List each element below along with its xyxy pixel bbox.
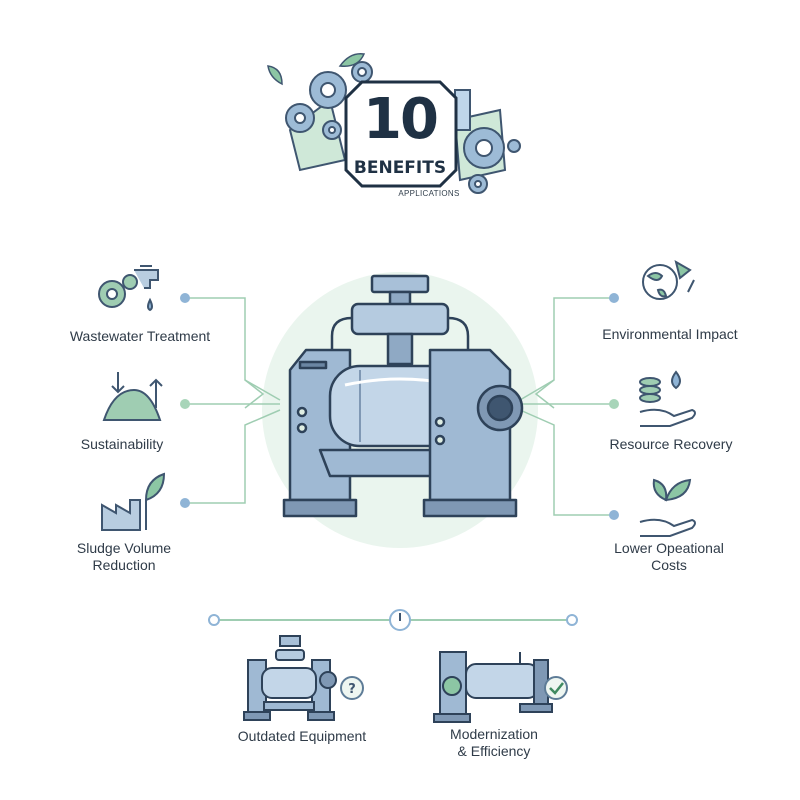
bottom-item-line1: Modernization	[450, 726, 538, 742]
bottom-item-line1: Outdated Equipment	[237, 728, 367, 744]
right-item-line2: Costs	[651, 557, 687, 573]
coins-hand-icon	[639, 370, 696, 427]
globe-recycle-icon	[642, 259, 695, 300]
bottom-item-label: Modernization & Efficiency	[424, 726, 564, 760]
title-subtitle: BENEFITS	[353, 158, 447, 178]
modern-machine-icon	[433, 651, 553, 723]
title-small-caption: APPLICATIONS	[398, 189, 460, 198]
factory-leaf-icon	[101, 472, 166, 531]
belt-press-machine	[282, 274, 524, 518]
left-item-label: Sludge Volume Reduction	[54, 540, 194, 574]
bottom-timeline	[208, 609, 578, 631]
connector-dots	[180, 293, 619, 520]
outdated-machine-icon	[243, 635, 337, 721]
right-item-label: Lower Opeational Costs	[594, 540, 744, 574]
sludge-pile-arrows-icon	[102, 372, 163, 421]
check-badge-icon	[544, 676, 568, 700]
left-item-label: Sustainability	[52, 436, 192, 453]
gear-faucet-icon	[98, 265, 159, 312]
gear-icon	[285, 61, 373, 140]
right-item-label: Resource Recovery	[594, 436, 748, 453]
bottom-item-label: Outdated Equipment	[222, 728, 382, 745]
question-badge-icon: ?	[340, 676, 364, 700]
right-item-line1: Lower Opeational	[614, 540, 724, 556]
left-item-line2: Reduction	[92, 557, 156, 573]
title-badge	[267, 53, 521, 194]
bottom-item-line2: & Efficiency	[457, 743, 531, 759]
left-item-label: Wastewater Treatment	[60, 328, 220, 345]
svg-text:?: ?	[348, 682, 356, 697]
right-item-line1: Environmental Impact	[602, 326, 738, 342]
connector-lines	[185, 297, 614, 516]
right-item-line1: Resource Recovery	[609, 436, 733, 452]
left-item-line1: Sludge Volume	[76, 540, 172, 556]
gear-icon	[463, 127, 521, 194]
left-item-line1: Sustainability	[80, 436, 164, 452]
left-item-line1: Wastewater Treatment	[69, 328, 211, 344]
right-item-label: Environmental Impact	[590, 326, 750, 343]
title-number: 10	[363, 87, 439, 152]
leaf-hand-icon	[639, 478, 696, 537]
